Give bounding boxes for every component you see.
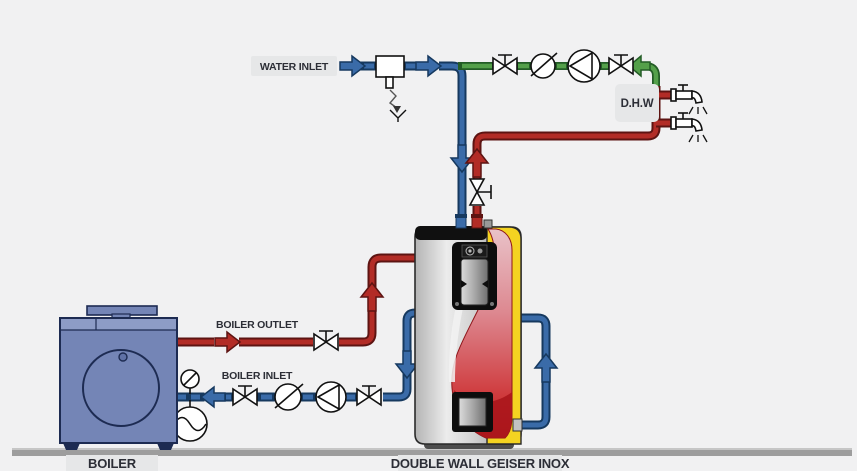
flow-arrows: [199, 54, 651, 409]
flow-arrow: [415, 54, 443, 78]
floor: [12, 448, 852, 456]
tank-inner-wall-highlight: [448, 262, 473, 382]
faucet-icon: [670, 112, 708, 143]
cleaning-flange: [452, 392, 493, 432]
flow-arrow: [359, 281, 385, 312]
boiler-door: [82, 349, 160, 427]
tank-caption-box: [398, 455, 562, 471]
flow-arrow: [339, 54, 367, 78]
pumps: [315, 49, 601, 413]
boiler-caption-box: [66, 455, 158, 471]
storage-tank: [414, 214, 523, 449]
dhw-label: D.H.W: [621, 98, 654, 110]
shutoff-valve-icon: [608, 54, 634, 76]
boiler-caption: BOILER: [88, 456, 137, 471]
shutoff-valve-icon: [492, 54, 518, 76]
faucets: [670, 84, 708, 143]
circulation-pump-icon: [567, 49, 601, 83]
circulation-pump-icon: [315, 381, 347, 413]
flow-arrow: [394, 350, 420, 380]
water-inlet-pipe: [359, 61, 467, 226]
dhw-label-box: [615, 84, 659, 122]
shutoff-valve-icon: [356, 385, 382, 407]
boiler-foot: [63, 443, 80, 450]
check-valves: [274, 52, 558, 411]
boiler-foot: [157, 443, 174, 450]
boiler-outlet-label: BOILER OUTLET: [216, 319, 299, 331]
flow-arrow: [464, 147, 490, 178]
faucet-icon: [670, 84, 708, 115]
valves: [232, 54, 634, 407]
tank-top-fittings: [455, 214, 493, 229]
flow-arrow: [199, 385, 226, 409]
labels: WATER INLET D.H.W BOILER OUTLET BOILER I…: [66, 56, 659, 471]
shutoff-valve-icon: [313, 330, 339, 352]
expansion-vessel-icon: [172, 400, 208, 442]
shutoff-valve-icon: [232, 385, 258, 407]
gauge-icon: [180, 369, 200, 394]
boiler-inlet-label: BOILER INLET: [222, 370, 293, 382]
boiler: [59, 305, 178, 450]
check-valve-icon: [530, 52, 558, 79]
tank-top-cap: [415, 226, 487, 240]
jacket-bottom-connector: [512, 418, 523, 432]
flow-arrow: [449, 144, 475, 174]
flow-arrow: [627, 54, 651, 78]
flow-arrow: [533, 352, 559, 383]
tank-caption: DOUBLE WALL GEISER INOX: [391, 456, 570, 471]
check-valve-icon: [274, 383, 304, 411]
water-inlet-label-box: [251, 56, 337, 76]
water-inlet-label: WATER INLET: [260, 61, 329, 73]
pressure-reducer-with-drain-icon: [375, 55, 407, 122]
boiler-outlet-pipe: [177, 253, 419, 347]
shutoff-valve-icon: [468, 178, 492, 206]
anode-assembly: [452, 242, 497, 310]
boiler-inlet-pipe: [172, 308, 419, 402]
flow-arrow: [214, 330, 242, 354]
